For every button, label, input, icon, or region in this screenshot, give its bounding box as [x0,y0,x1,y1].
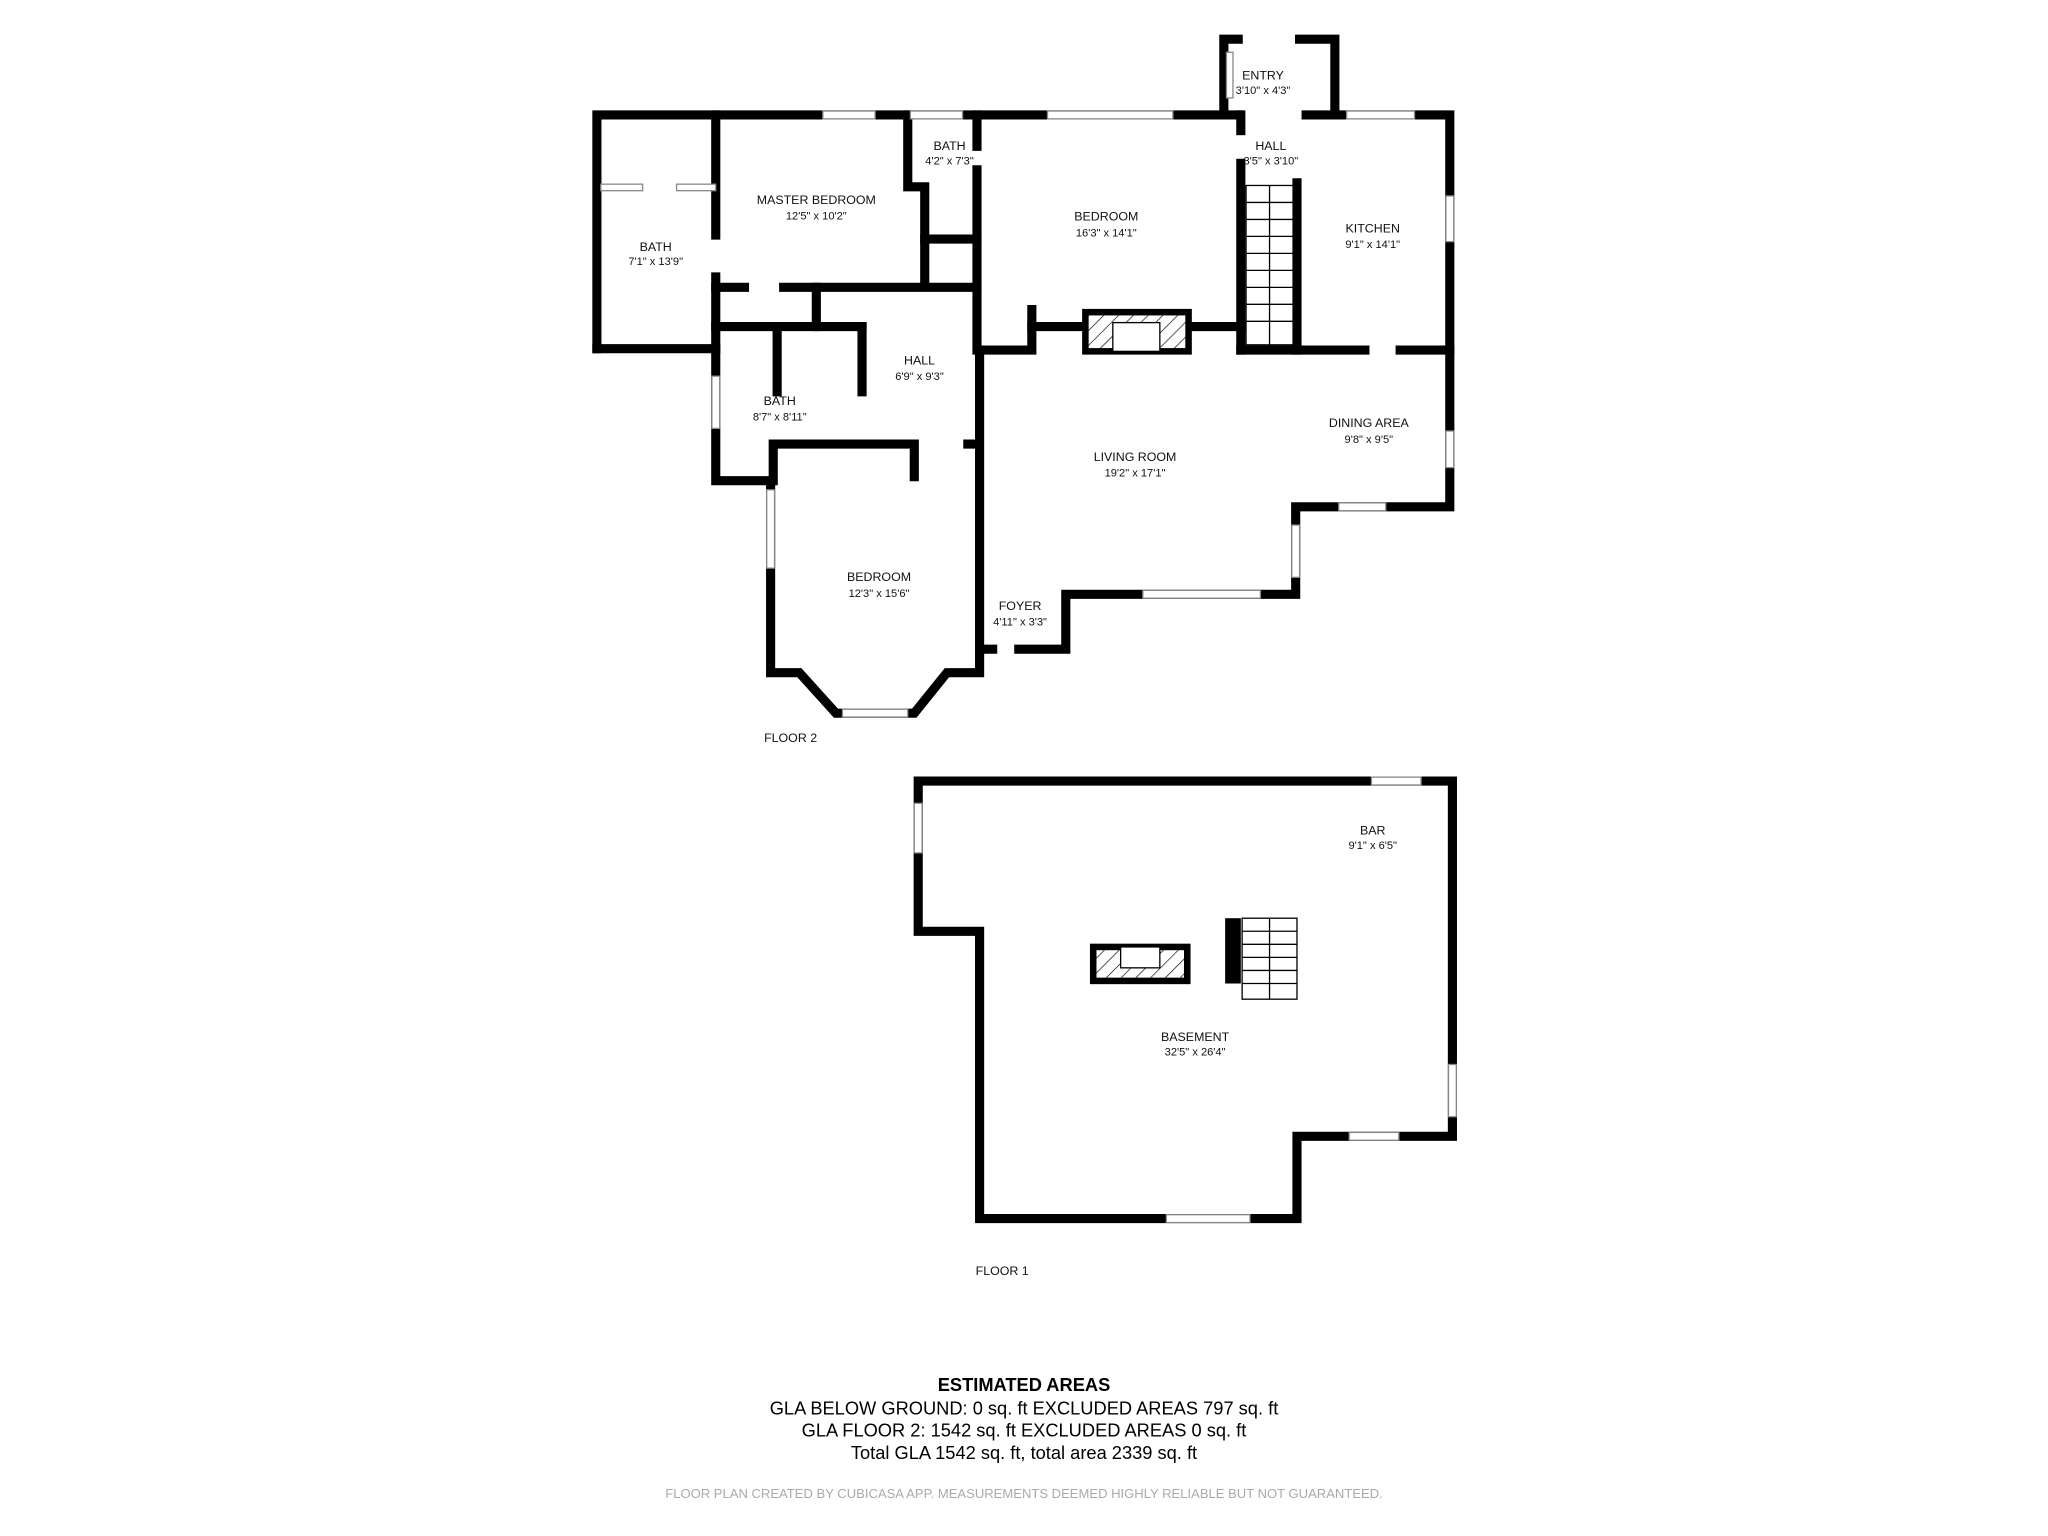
room-dims: 4'11" x 3'3" [993,617,1047,629]
room-name: BATH [933,139,965,153]
room-name: DINING AREA [1329,416,1410,430]
floor-1-label: FLOOR 1 [976,1264,1029,1278]
areas-line: GLA BELOW GROUND: 0 sq. ft EXCLUDED AREA… [770,1398,1279,1419]
floor-2-plan: BATH 7'1" x 13'9" MASTER BEDROOM 12'5" x… [592,34,1455,745]
room-name: BATH [764,394,796,408]
room-name: BASEMENT [1161,1030,1230,1044]
room-dims: 8'7" x 8'11" [753,412,807,424]
room-dims: 12'5" x 10'2" [786,210,847,222]
room-name: LIVING ROOM [1094,450,1177,464]
room-name: HALL [1255,139,1286,153]
room-dims: 32'5" x 26'4" [1165,1046,1226,1058]
room-labels-floor-2: BATH 7'1" x 13'9" MASTER BEDROOM 12'5" x… [628,69,1409,629]
room-dims: 4'2" x 7'3" [925,156,974,168]
room-name: BAR [1360,824,1386,838]
room-dims: 6'9" x 9'3" [895,371,944,383]
areas-title: ESTIMATED AREAS [938,1374,1111,1395]
windows [600,51,1455,718]
room-name: KITCHEN [1346,221,1400,235]
staircase-icon [1225,917,1298,1000]
room-name: FOYER [999,599,1042,613]
room-dims: 19'2" x 17'1" [1105,468,1166,480]
room-dims: 9'8" x 9'5" [1345,434,1394,446]
floor-1-plan: BAR 9'1" x 6'5" BASEMENT 32'5" x 26'4" F… [913,776,1457,1278]
basement-walls [913,776,1457,1224]
room-dims: 7'1" x 13'9" [628,256,683,268]
room-name: ENTRY [1242,69,1284,83]
room-dims: 9'1" x 14'1" [1345,239,1400,251]
disclaimer: FLOOR PLAN CREATED BY CUBICASA APP. MEAS… [665,1486,1383,1501]
floor-2-label: FLOOR 2 [764,731,817,745]
room-dims: 12'3" x 15'6" [849,588,910,600]
room-name: HALL [904,353,935,367]
room-name: BATH [640,240,672,254]
estimated-areas: ESTIMATED AREAS GLA BELOW GROUND: 0 sq. … [770,1374,1279,1463]
areas-line: GLA FLOOR 2: 1542 sq. ft EXCLUDED AREAS … [802,1420,1247,1441]
room-dims: 3'5" x 3'10" [1244,156,1299,168]
areas-line: Total GLA 1542 sq. ft, total area 2339 s… [851,1442,1197,1463]
windows [913,776,1457,1224]
room-dims: 9'1" x 6'5" [1348,840,1397,852]
room-dims: 3'10" x 4'3" [1236,85,1291,97]
staircase-icon [1245,184,1294,346]
room-dims: 16'3" x 14'1" [1076,227,1137,239]
room-name: BEDROOM [1074,210,1138,224]
room-name: BEDROOM [847,570,911,584]
room-name: MASTER BEDROOM [757,193,876,207]
